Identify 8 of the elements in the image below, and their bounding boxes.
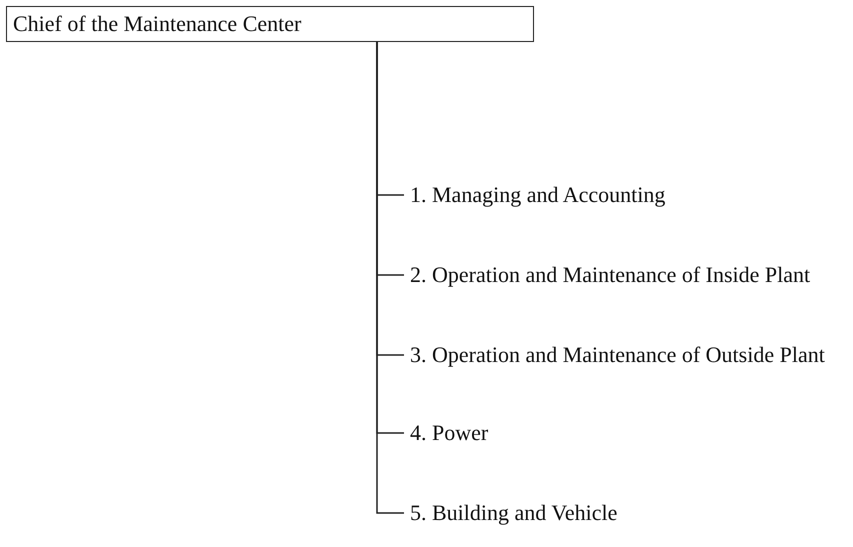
department-label: 5. Building and Vehicle [410, 500, 618, 525]
department-label: 1. Managing and Accounting [410, 182, 666, 207]
connector-line [376, 42, 404, 514]
department-label: 2. Operation and Maintenance of Inside Plant [410, 262, 810, 287]
box-label: Chief of the Maintenance Center [13, 11, 302, 36]
department-label: 4. Power [410, 420, 488, 445]
department-label: 3. Operation and Maintenance of Outside Plant [410, 342, 825, 367]
title-box [6, 6, 534, 42]
